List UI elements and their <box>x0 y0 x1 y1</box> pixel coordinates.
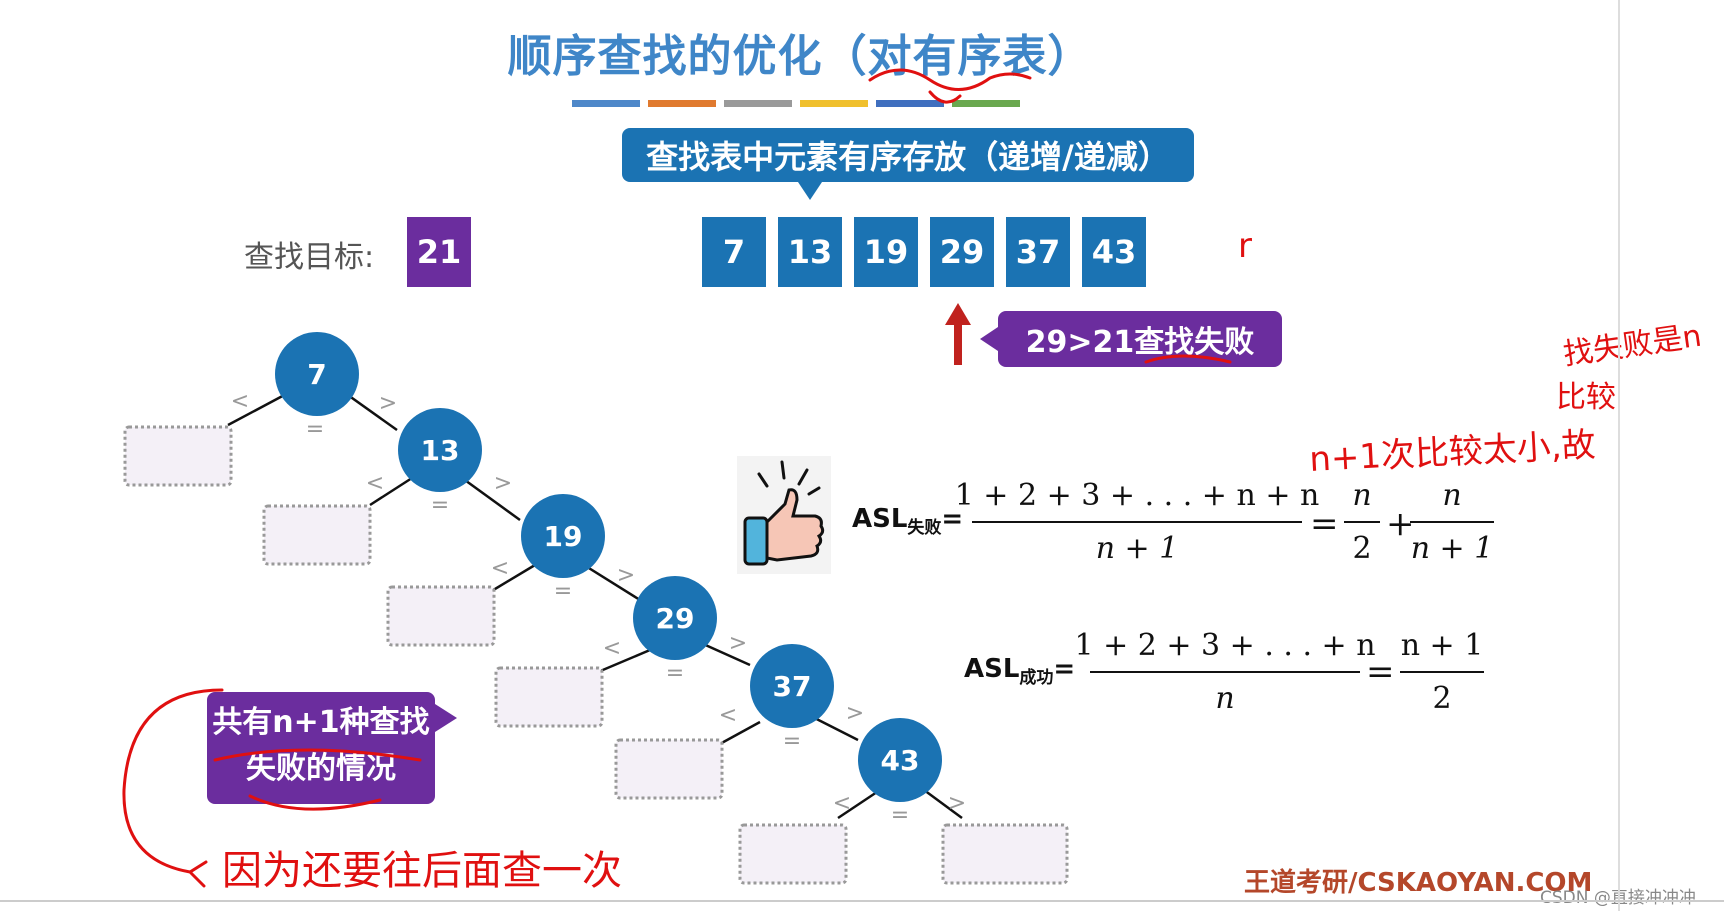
handwritten-note: 因为还要往后面查一次 <box>222 848 622 894</box>
tree-node: 29 <box>656 602 695 635</box>
edge-label-gt: > <box>948 791 966 816</box>
color-bar-segment <box>572 100 640 107</box>
asl-fail-label: ASL失败= <box>852 504 964 539</box>
asl-fail-fraction: 1 + 2 + 3 + . . . + n + n n + 1 <box>954 478 1320 566</box>
tree-node: 19 <box>544 520 583 553</box>
asl-success-label: ASL成功= <box>964 654 1076 689</box>
pointer-arrow-icon <box>945 303 971 365</box>
edge-label-lt: < <box>366 471 384 496</box>
handwritten-note: 比较 <box>1556 380 1616 415</box>
edge-label-gt: > <box>846 701 864 726</box>
thumbs-up-icon <box>737 456 831 574</box>
edge-label-eq: = <box>891 803 909 828</box>
edge-label-lt: < <box>491 556 509 581</box>
color-bar-segment <box>800 100 868 107</box>
edge-label-lt: < <box>603 636 621 661</box>
color-bar-segment <box>952 100 1020 107</box>
handwritten-note: 找失败是n <box>1561 318 1704 373</box>
edge-label-gt: > <box>379 391 397 416</box>
asl-success-rhs: n + 1 2 <box>1400 628 1484 716</box>
slide-edge <box>1618 0 1620 911</box>
array-cell: 37 <box>1006 217 1070 287</box>
color-bar-segment <box>648 100 716 107</box>
equals-sign: = <box>1310 504 1339 544</box>
csdn-watermark: CSDN @直接冲冲冲 <box>1540 888 1696 908</box>
edge-label-eq: = <box>554 579 572 604</box>
color-bar-segment <box>876 100 944 107</box>
edge-label-eq: = <box>306 417 324 442</box>
color-bar-segment <box>724 100 792 107</box>
tree-node: 43 <box>881 744 920 777</box>
array-cell: 13 <box>778 217 842 287</box>
edge-label-lt: < <box>719 703 737 728</box>
asl-fail-rhs2: n n + 1 <box>1410 478 1494 566</box>
fail-cases-callout: 共有n+1种查找 失败的情况 <box>207 692 457 804</box>
array-cell: 43 <box>1082 217 1146 287</box>
asl-fail-rhs1: n 2 <box>1344 478 1380 566</box>
decision-tree: 7 13 19 29 37 43 < > = < > = < > = < > =… <box>123 332 1069 885</box>
edge-label-eq: = <box>783 729 801 754</box>
tree-node: 7 <box>307 358 326 391</box>
plus-sign: + <box>1386 504 1415 544</box>
target-value-box: 21 <box>407 217 471 287</box>
edge-label-lt: < <box>833 791 851 816</box>
sorted-note-callout: 查找表中元素有序存放（递增/递减） <box>622 128 1194 200</box>
array-cell: 19 <box>854 217 918 287</box>
asl-success-fraction: 1 + 2 + 3 + . . . + n n <box>1074 628 1376 716</box>
edge-label-gt: > <box>729 631 747 656</box>
handwritten-note: n+1次比较太小,故 <box>1308 424 1597 480</box>
tree-node: 13 <box>421 434 460 467</box>
target-label: 查找目标: <box>244 240 375 275</box>
slide-edge <box>0 900 1724 902</box>
fail-cases-line2: 失败的情况 <box>246 751 396 786</box>
edge-label-lt: < <box>231 389 249 414</box>
equals-sign: = <box>1366 652 1395 692</box>
array-cell: 29 <box>930 217 994 287</box>
tree-node: 37 <box>773 670 812 703</box>
array-cell: 7 <box>702 217 766 287</box>
handwritten-mark: r <box>1238 226 1252 266</box>
edge-label-gt: > <box>494 471 512 496</box>
edge-label-gt: > <box>617 563 635 588</box>
edge-label-eq: = <box>666 661 684 686</box>
footer-brand: 王道考研/CSKAOYAN.COM <box>1244 868 1593 898</box>
edge-label-eq: = <box>431 493 449 518</box>
fail-cases-line1: 共有n+1种查找 <box>212 705 430 740</box>
fail-note-callout: 29>21查找失败 <box>980 311 1282 367</box>
